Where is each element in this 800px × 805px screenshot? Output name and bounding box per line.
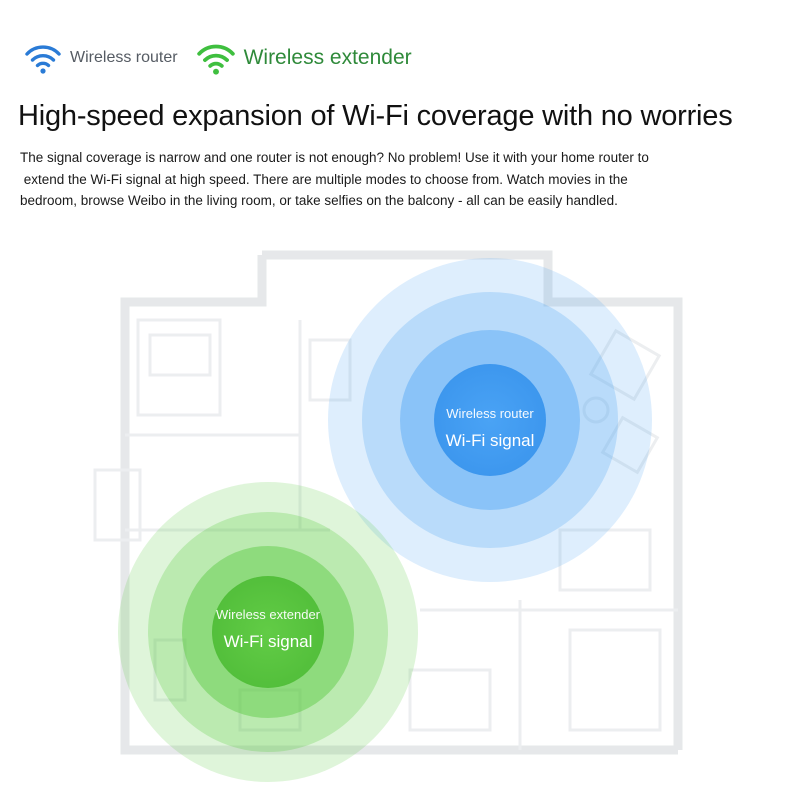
wifi-icon — [25, 45, 61, 74]
router-coverage — [328, 258, 652, 582]
legend-router-label: Wireless router — [70, 49, 178, 66]
floor-plan-illustration: Wireless router Wi-Fi signal Wireless ex… — [0, 230, 800, 800]
legend: Wireless router Wireless extender — [24, 36, 430, 80]
router-signal-title: Wireless router — [446, 406, 534, 421]
floor-plan-drawing — [93, 250, 683, 782]
extender-coverage — [118, 482, 418, 782]
description: The signal coverage is narrow and one ro… — [20, 147, 780, 212]
legend-item-extender: Wireless extender — [196, 39, 412, 77]
legend-item-router: Wireless router — [24, 40, 178, 76]
description-line: extend the Wi-Fi signal at high speed. T… — [20, 171, 628, 187]
wifi-icon — [196, 44, 235, 75]
extender-signal-label: Wireless extender Wi-Fi signal — [208, 607, 328, 652]
description-line: The signal coverage is narrow and one ro… — [20, 150, 649, 165]
router-signal-subtitle: Wi-Fi signal — [445, 431, 535, 450]
extender-signal-subtitle: Wi-Fi signal — [223, 632, 313, 651]
description-line: bedroom, browse Weibo in the living room… — [20, 193, 618, 208]
floor-plan-interior — [93, 318, 678, 750]
router-signal-label: Wireless router Wi-Fi signal — [430, 406, 550, 451]
extender-signal-title: Wireless extender — [215, 607, 321, 622]
legend-extender-label: Wireless extender — [243, 46, 412, 69]
page-title: High-speed expansion of Wi-Fi coverage w… — [18, 100, 733, 132]
floor-plan-walls — [120, 250, 683, 755]
